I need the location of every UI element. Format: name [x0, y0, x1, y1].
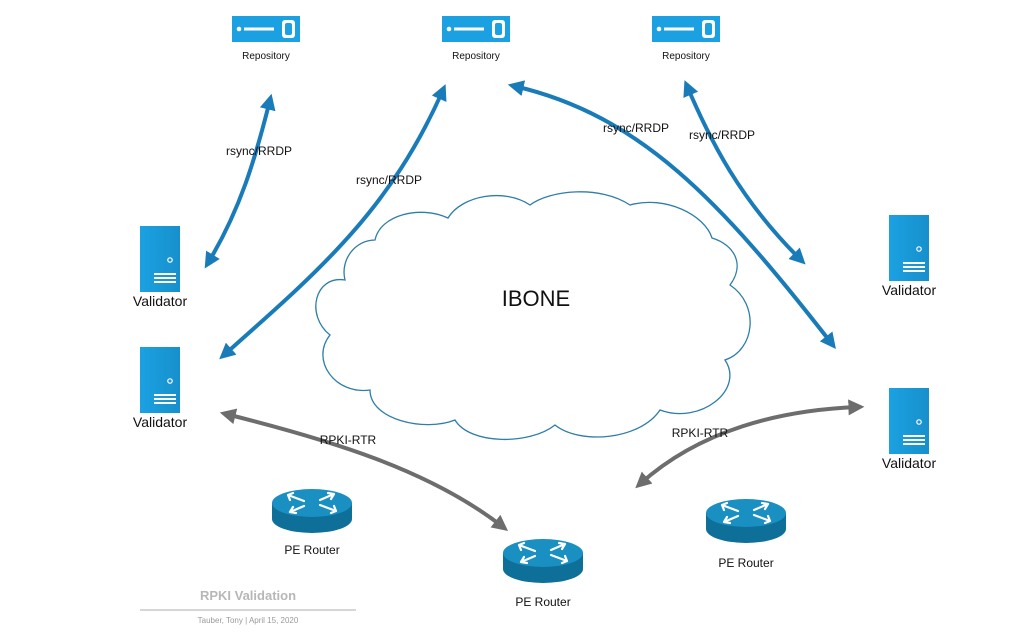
- footer-subtitle: Tauber, Tony | April 15, 2020: [198, 616, 299, 625]
- router-label: PE Router: [284, 543, 339, 557]
- router-label: PE Router: [515, 595, 570, 609]
- rsync-arrows: [204, 80, 836, 360]
- repository-label: Repository: [242, 51, 290, 62]
- rsync-arrow-3: [507, 80, 836, 350]
- pe-router-2: PE Router: [503, 539, 583, 609]
- repository-1: Repository: [232, 16, 300, 62]
- validator-2: Validator: [133, 347, 188, 430]
- footer: RPKI Validation Tauber, Tony | April 15,…: [140, 588, 356, 625]
- rtr-arrow-1: [219, 408, 509, 531]
- rtr-arrow-2: [635, 399, 865, 489]
- repository-label: Repository: [662, 51, 710, 62]
- repository-label: Repository: [452, 51, 500, 62]
- validator-label: Validator: [882, 455, 937, 471]
- rsync-arrow-2: [219, 84, 447, 360]
- validator-label: Validator: [133, 414, 188, 430]
- cloud-label: IBONE: [502, 286, 570, 311]
- repository-3: Repository: [652, 16, 720, 62]
- rsync-label-1: rsync/RRDP: [226, 144, 292, 158]
- validator-4: Validator: [882, 388, 937, 471]
- rtr-arrows: [219, 399, 865, 531]
- rtr-label-2: RPKI-RTR: [672, 426, 729, 440]
- rsync-label-2: rsync/RRDP: [356, 173, 422, 187]
- router-icon: [272, 489, 352, 533]
- pe-router-1: PE Router: [272, 489, 352, 557]
- footer-title: RPKI Validation: [200, 588, 296, 603]
- rsync-arrow-4: [683, 80, 806, 265]
- validator-label: Validator: [133, 293, 188, 309]
- router-label: PE Router: [718, 556, 773, 570]
- repository-2: Repository: [442, 16, 510, 62]
- router-icon: [706, 499, 786, 543]
- validator-3: Validator: [882, 215, 937, 298]
- cloud-shape: [315, 191, 751, 441]
- rsync-arrow-1: [204, 93, 276, 269]
- router-icon: [503, 539, 583, 583]
- validator-label: Validator: [882, 282, 937, 298]
- validator-1: Validator: [133, 226, 188, 309]
- rsync-label-3: rsync/RRDP: [603, 121, 669, 135]
- rtr-label-1: RPKI-RTR: [320, 433, 377, 447]
- ibone-cloud: IBONE: [315, 191, 751, 441]
- pe-router-3: PE Router: [706, 499, 786, 570]
- rsync-label-4: rsync/RRDP: [689, 128, 755, 142]
